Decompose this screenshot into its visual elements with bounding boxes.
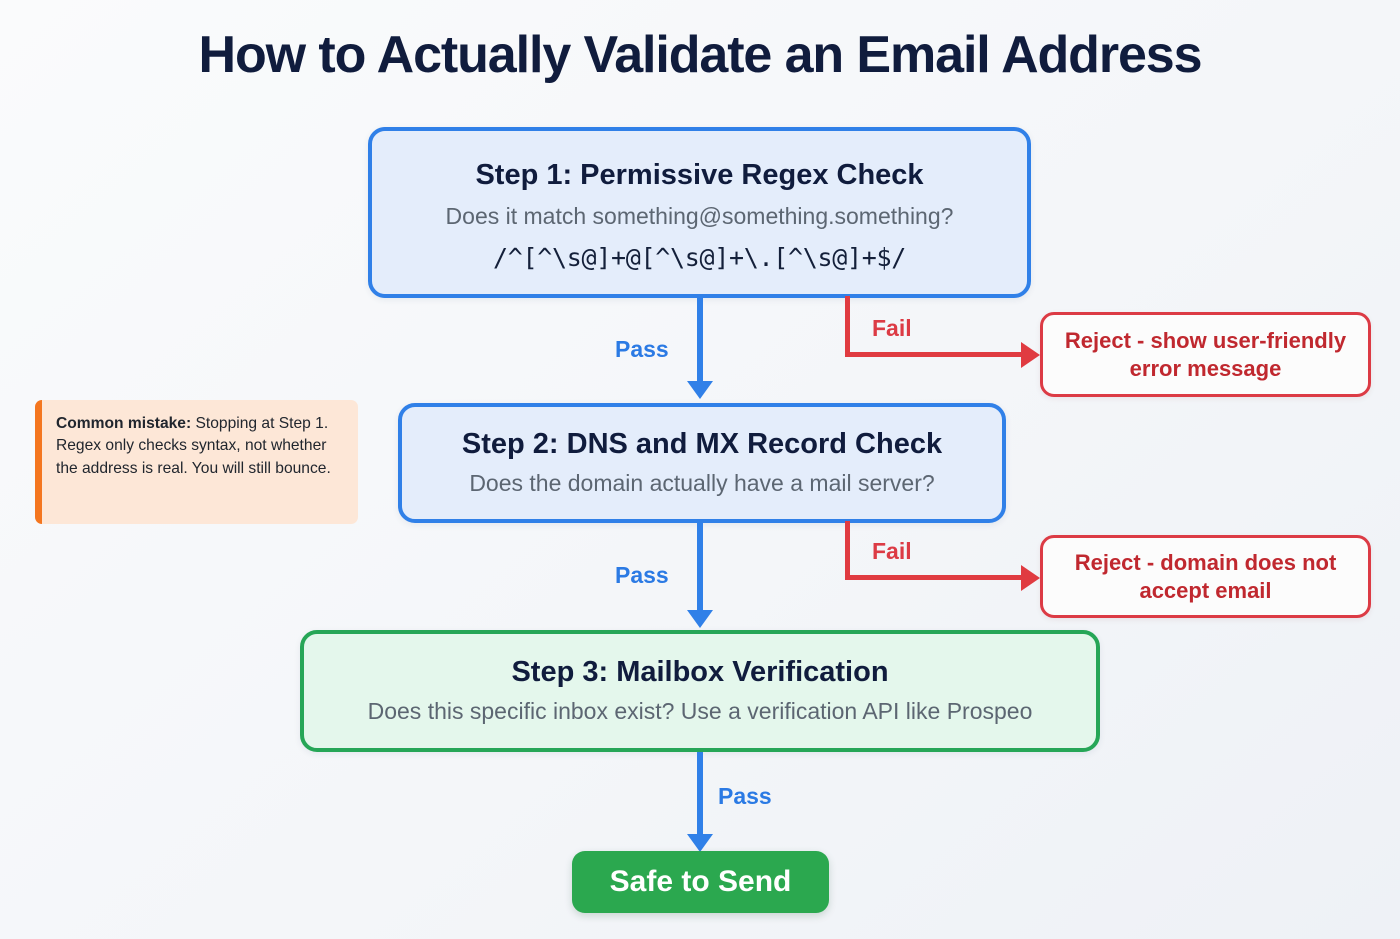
- callout-lead: Common mistake:: [56, 415, 192, 432]
- reject-box-dns-fail[interactable]: Reject - domain does not accept email: [1040, 535, 1371, 618]
- callout-body: Stopping at Step 1. Regex only checks sy…: [56, 415, 331, 477]
- edge-pass-3-line: [697, 752, 703, 836]
- reject-1-text: Reject - show user-friendly error messag…: [1064, 327, 1347, 381]
- edge-label-pass-1: Pass: [615, 336, 669, 362]
- edge-pass-3-arrowhead: [687, 834, 713, 852]
- step-2-subtitle: Does the domain actually have a mail ser…: [469, 470, 935, 497]
- edge-pass-1-arrowhead: [687, 381, 713, 399]
- edge-label-pass-3: Pass: [718, 783, 772, 809]
- edge-fail-1-vline: [845, 296, 850, 354]
- safe-to-send-label: Safe to Send: [609, 864, 792, 898]
- edge-label-pass-2: Pass: [615, 562, 669, 588]
- node-safe-to-send[interactable]: Safe to Send: [572, 851, 829, 913]
- edge-fail-2-arrowhead: [1021, 565, 1040, 591]
- step-2-title: Step 2: DNS and MX Record Check: [461, 428, 943, 461]
- step-3-subtitle: Does this specific inbox exist? Use a ve…: [367, 698, 1033, 725]
- edge-fail-2-hline: [845, 575, 1025, 580]
- step-1-title: Step 1: Permissive Regex Check: [475, 158, 924, 191]
- edge-fail-1-hline: [845, 352, 1025, 357]
- edge-pass-2-arrowhead: [687, 610, 713, 628]
- step-1-subtitle: Does it match something@something.someth…: [445, 202, 954, 229]
- common-mistake-callout: Common mistake: Stopping at Step 1. Rege…: [35, 400, 358, 524]
- step-1-regex: /^[^\s@]+@[^\s@]+\.[^\s@]+$/: [492, 243, 907, 273]
- node-step-2[interactable]: Step 2: DNS and MX Record Check Does the…: [398, 403, 1006, 523]
- reject-box-regex-fail[interactable]: Reject - show user-friendly error messag…: [1040, 312, 1371, 397]
- edge-pass-1-line: [697, 297, 703, 383]
- edge-pass-2-line: [697, 522, 703, 612]
- edge-fail-1-arrowhead: [1021, 342, 1040, 368]
- reject-2-text: Reject - domain does not accept email: [1074, 549, 1337, 603]
- edge-fail-2-vline: [845, 521, 850, 579]
- node-step-1[interactable]: Step 1: Permissive Regex Check Does it m…: [368, 127, 1031, 298]
- node-step-3[interactable]: Step 3: Mailbox Verification Does this s…: [300, 630, 1100, 752]
- edge-label-fail-1: Fail: [872, 315, 912, 341]
- step-3-title: Step 3: Mailbox Verification: [511, 656, 889, 689]
- page-title: How to Actually Validate an Email Addres…: [198, 26, 1203, 84]
- edge-label-fail-2: Fail: [872, 538, 912, 564]
